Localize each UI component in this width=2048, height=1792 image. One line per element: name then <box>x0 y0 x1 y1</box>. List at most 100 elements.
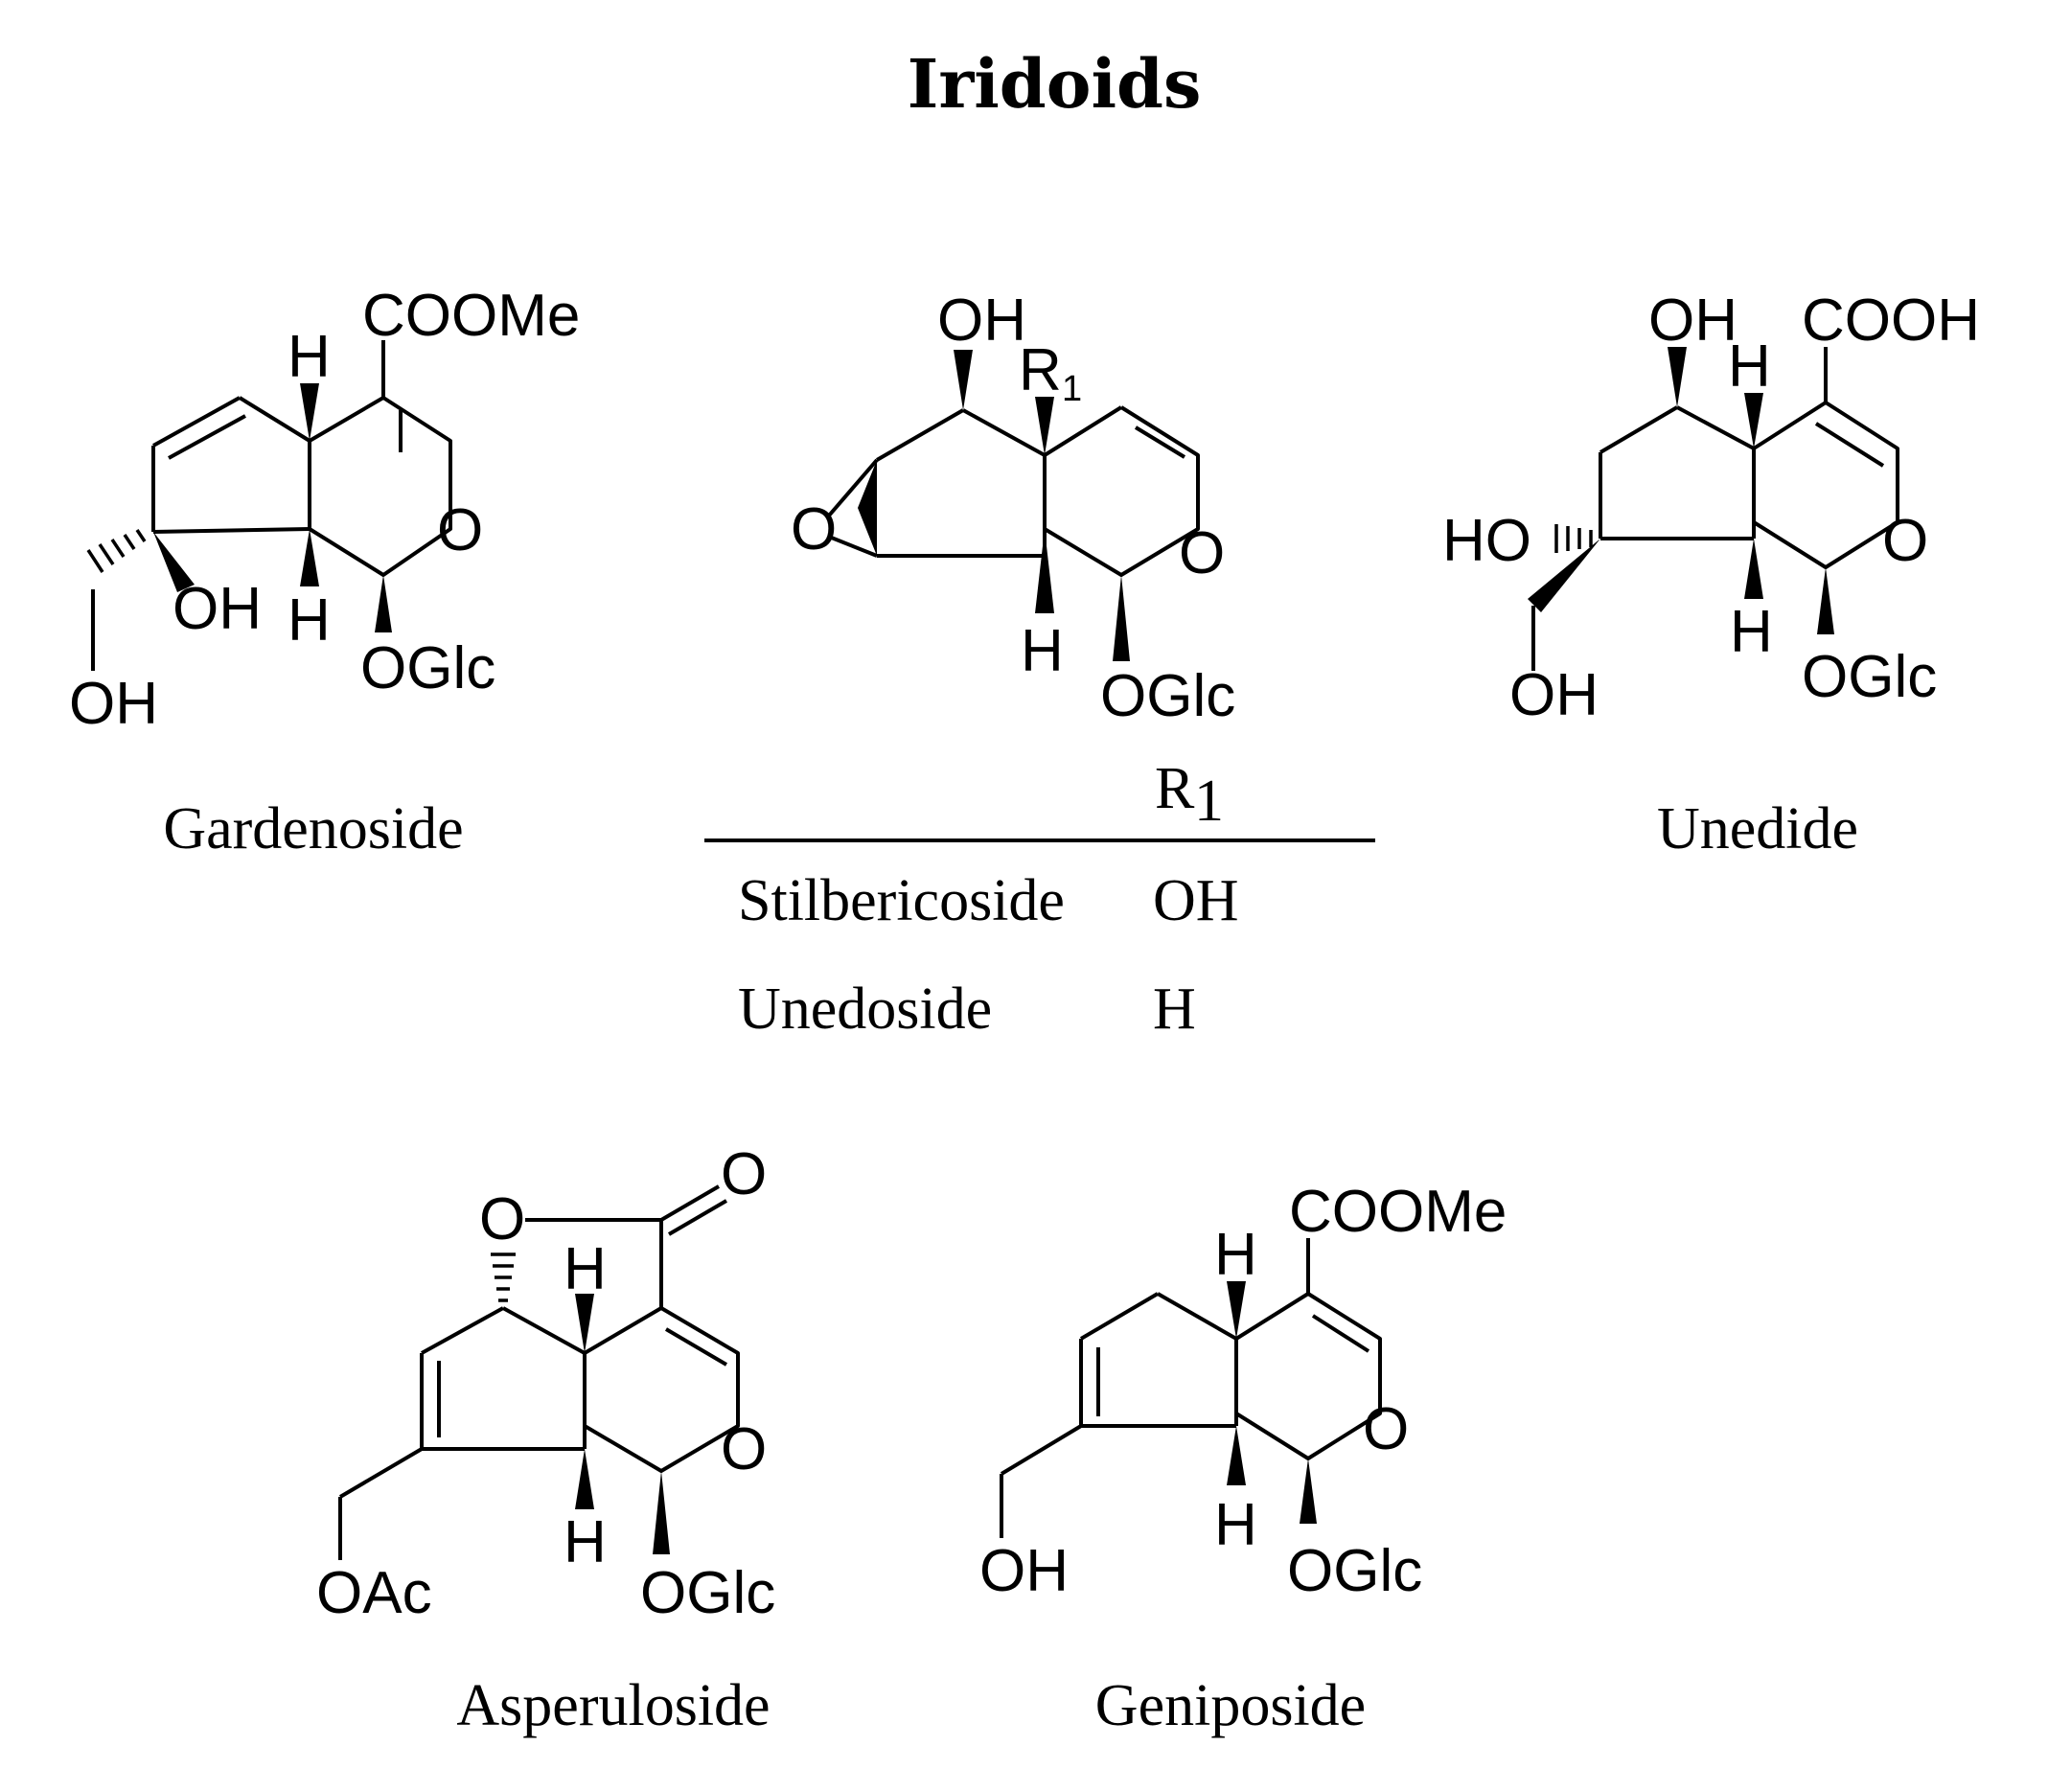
stilbericoside-r-sub: 1 <box>1062 369 1082 409</box>
asperuloside-oglc: OGlc <box>640 1560 775 1626</box>
stilbericoside-bond <box>962 408 1046 457</box>
r1-table-header-sub: 1 <box>1194 769 1224 834</box>
unedide-hash <box>1554 524 1593 553</box>
unedide-double-bond <box>1814 422 1885 468</box>
geniposide-bond <box>1000 1424 1083 1476</box>
gardenoside-wedge <box>375 575 392 632</box>
geniposide-structure: COOMe H O H OH OGlc Geniposide <box>979 1179 1507 1738</box>
stilbericoside-bond <box>875 408 965 462</box>
stilbericoside-epoxide-o: O <box>791 496 837 563</box>
asperuloside-structure: O O H O H OAc OGlc Asperuloside <box>316 1141 775 1738</box>
asperuloside-wedge <box>575 1449 594 1509</box>
geniposide-skeleton <box>1234 1292 1382 1460</box>
asperuloside-h-bottom: H <box>564 1509 607 1575</box>
r1-table: R 1 Stilbericoside OH Unedoside H <box>704 756 1375 1042</box>
stilbericoside-oglc: OGlc <box>1100 663 1235 729</box>
stilbericoside-bond <box>827 458 879 517</box>
stilbericoside-r: R <box>1019 337 1062 403</box>
unedide-oglc: OGlc <box>1802 644 1937 710</box>
r1-table-row-name: Stilbericoside <box>738 868 1065 933</box>
unedide-bond <box>1599 405 1679 454</box>
gardenoside-hash <box>86 529 147 573</box>
gardenoside-name: Gardenoside <box>163 796 463 862</box>
asperuloside-wedge <box>653 1471 670 1554</box>
geniposide-coome: COOMe <box>1289 1179 1507 1245</box>
stilbericoside-wedge <box>1035 529 1054 613</box>
stilbericoside-bond <box>828 535 878 558</box>
unedide-ring-o: O <box>1882 508 1928 574</box>
asperuloside-carbonyl <box>659 1184 721 1222</box>
unedide-ho: HO <box>1442 508 1531 574</box>
gardenoside-oglc: OGlc <box>360 635 495 701</box>
unedide-oh: OH <box>1648 287 1737 354</box>
asperuloside-wedge <box>575 1294 594 1353</box>
r1-table-row-value: OH <box>1153 868 1239 933</box>
gardenoside-wedge <box>300 383 319 441</box>
stilbericoside-ring-o: O <box>1179 520 1225 586</box>
unedide-bond <box>1676 405 1755 450</box>
geniposide-wedge <box>1300 1459 1317 1524</box>
gardenoside-wedge <box>300 529 319 586</box>
gardenoside-ch2oh: OH <box>69 671 158 737</box>
gardenoside-skeleton <box>308 396 452 577</box>
geniposide-h-bottom: H <box>1214 1492 1257 1558</box>
asperuloside-carbonyl-o: O <box>721 1141 767 1207</box>
asperuloside-bond <box>421 1306 504 1355</box>
gardenoside-structure: COOMe H O OH H OGlc OH Gardenoside <box>69 283 580 862</box>
asperuloside-hash <box>491 1252 516 1302</box>
gardenoside-double-bond <box>168 414 246 460</box>
gardenoside-ring-o: O <box>437 497 483 563</box>
r1-table-row-name: Unedoside <box>738 976 992 1042</box>
gardenoside-wedge <box>153 532 195 592</box>
unedide-ch2oh: OH <box>1509 662 1599 728</box>
unedide-structure: OH COOH H HO O H OGlc OH Unedide <box>1442 287 1980 862</box>
stilbericoside-h: H <box>1021 618 1064 684</box>
asperuloside-oac: OAc <box>316 1560 432 1626</box>
geniposide-bond <box>1157 1292 1237 1341</box>
unedide-wedge <box>1668 347 1687 407</box>
r1-table-row-value: H <box>1153 976 1196 1042</box>
asperuloside-name: Asperuloside <box>456 1673 770 1738</box>
unedide-wedge <box>1817 567 1834 634</box>
gardenoside-coome: COOMe <box>362 283 580 349</box>
asperuloside-skeleton <box>583 1306 740 1473</box>
gardenoside-h-bottom: H <box>288 587 331 654</box>
unedide-wedge <box>1744 393 1763 448</box>
geniposide-wedge <box>1227 1426 1246 1485</box>
gardenoside-bond <box>152 396 241 448</box>
stilbericoside-wedge <box>1113 575 1130 661</box>
geniposide-oglc: OGlc <box>1287 1538 1422 1604</box>
asperuloside-lactone-o: O <box>479 1186 525 1252</box>
asperuloside-bond <box>502 1306 586 1355</box>
stilbericoside-wedge <box>954 350 973 410</box>
unedide-wedge <box>1744 539 1763 599</box>
stilbericoside-skeleton <box>1043 405 1200 577</box>
stilbericoside-structure: OH R 1 O O H OGlc <box>791 287 1235 729</box>
gardenoside-bond <box>238 396 311 443</box>
asperuloside-double-bond <box>664 1327 728 1367</box>
asperuloside-h-top: H <box>564 1236 607 1302</box>
stilbericoside-wedge <box>1035 397 1054 455</box>
geniposide-double-bond <box>1311 1314 1370 1353</box>
geniposide-wedge <box>1227 1281 1246 1339</box>
unedide-h-bottom: H <box>1730 599 1773 665</box>
unedide-skeleton <box>1752 401 1899 569</box>
geniposide-oh: OH <box>979 1538 1069 1604</box>
gardenoside-oh: OH <box>173 576 262 642</box>
unedide-wedge <box>1528 539 1600 612</box>
unedide-h-top: H <box>1728 333 1771 400</box>
asperuloside-ring-o: O <box>721 1416 767 1482</box>
stilbericoside-double-bond <box>1134 425 1186 459</box>
gardenoside-bond <box>152 527 311 534</box>
stilbericoside-oh: OH <box>937 287 1026 354</box>
asperuloside-bond <box>338 1447 424 1499</box>
stilbericoside-wedge <box>858 460 877 556</box>
geniposide-name: Geniposide <box>1095 1673 1366 1738</box>
geniposide-h-top: H <box>1214 1222 1257 1288</box>
r1-table-header: R <box>1155 756 1195 821</box>
geniposide-ring-o: O <box>1363 1396 1409 1462</box>
unedide-name: Unedide <box>1657 796 1858 862</box>
asperuloside-carbonyl-double <box>667 1199 728 1236</box>
gardenoside-h-top: H <box>288 324 331 390</box>
